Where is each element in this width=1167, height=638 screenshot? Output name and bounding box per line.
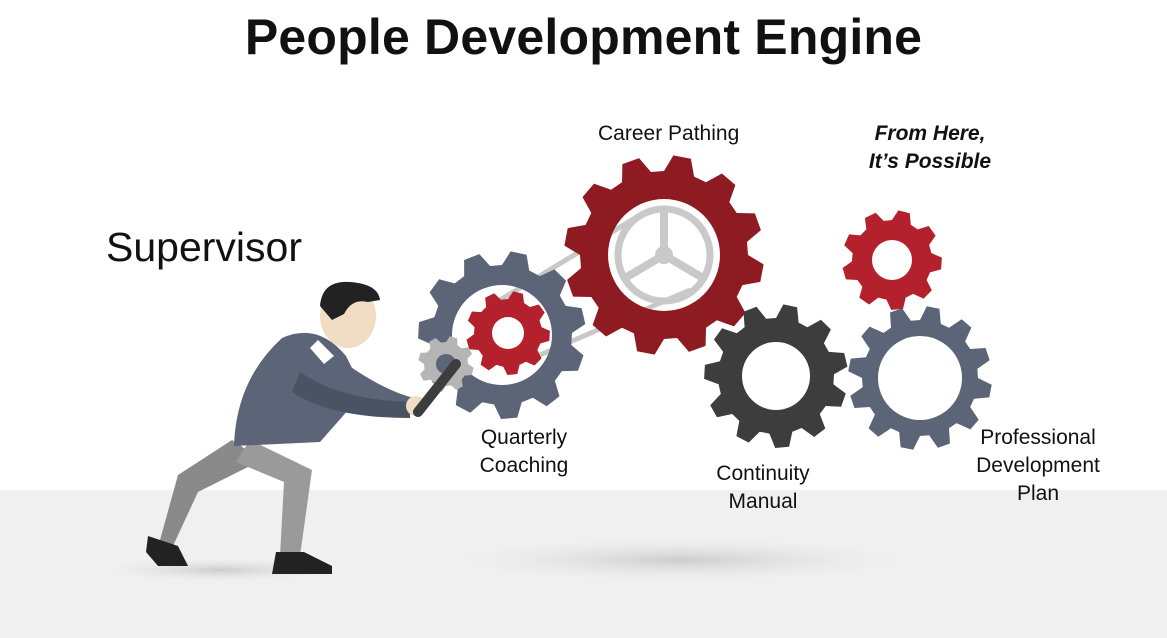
professional-line3: Plan	[1016, 482, 1060, 505]
career-pathing-gear	[564, 155, 764, 355]
continuity-manual-gear	[704, 304, 848, 448]
from-here-line2: It’s Possible	[868, 150, 992, 173]
professional-line2: Development	[976, 454, 1100, 477]
from-here-gear	[842, 210, 942, 310]
professional-development-gear	[848, 306, 992, 450]
quarterly-inner-gear	[466, 291, 550, 375]
from-here-line1: From Here,	[874, 122, 986, 145]
career-pulley	[614, 205, 714, 305]
supervisor-label: Supervisor	[106, 224, 302, 270]
floor-shadow	[450, 538, 910, 582]
quarterly-line1: Quarterly	[480, 426, 568, 449]
continuity-manual-label: Continuity Manual	[700, 460, 826, 516]
supervisor-figure	[146, 281, 461, 574]
quarterly-coaching-label: Quarterly Coaching	[466, 424, 582, 480]
continuity-line1: Continuity	[716, 462, 810, 485]
quarterly-coaching-gear	[418, 251, 586, 419]
page-title: People Development Engine	[244, 9, 923, 65]
small-silver-gear	[418, 336, 474, 392]
professional-line1: Professional	[980, 426, 1096, 449]
quarterly-line2: Coaching	[479, 454, 569, 477]
career-pathing-label: Career Pathing	[598, 122, 740, 145]
from-here-label: From Here, It’s Possible	[850, 120, 1010, 176]
continuity-line2: Manual	[728, 490, 798, 513]
professional-development-label: Professional Development Plan	[960, 424, 1116, 508]
